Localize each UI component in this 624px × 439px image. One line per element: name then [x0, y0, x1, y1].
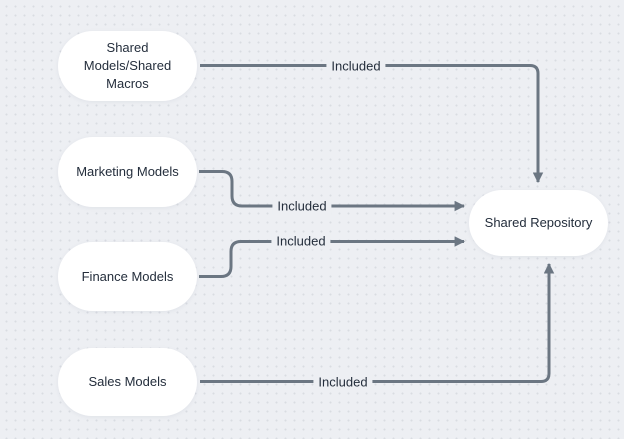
node-marketing-models: Marketing Models: [58, 137, 197, 207]
node-label: Finance Models: [81, 268, 174, 284]
node-label: Sales Models: [88, 374, 167, 389]
node-sales-models: Sales Models: [58, 348, 197, 416]
node-label: Shared Models/Shared Macros: [83, 40, 172, 91]
edge-shared-models-to-repository: [200, 64, 544, 184]
node-label: Shared Repository: [484, 215, 593, 230]
edge-label-included-shared-models: Included: [326, 57, 386, 75]
node-finance-models: Finance Models: [58, 242, 197, 311]
node-shared-models-shared-macros: Shared Models/Shared Macros: [58, 31, 197, 101]
node-shared-repository: Shared Repository: [469, 190, 608, 256]
edge-label-included-marketing: Included: [272, 197, 332, 215]
node-label: Marketing Models: [76, 164, 179, 179]
edge-finance-to-repository: [199, 236, 466, 278]
edge-label-included-sales: Included: [313, 373, 373, 391]
edge-marketing-to-repository: [199, 170, 466, 212]
edge-sales-to-repository: [200, 262, 555, 383]
edge-label-included-finance: Included: [271, 232, 331, 250]
